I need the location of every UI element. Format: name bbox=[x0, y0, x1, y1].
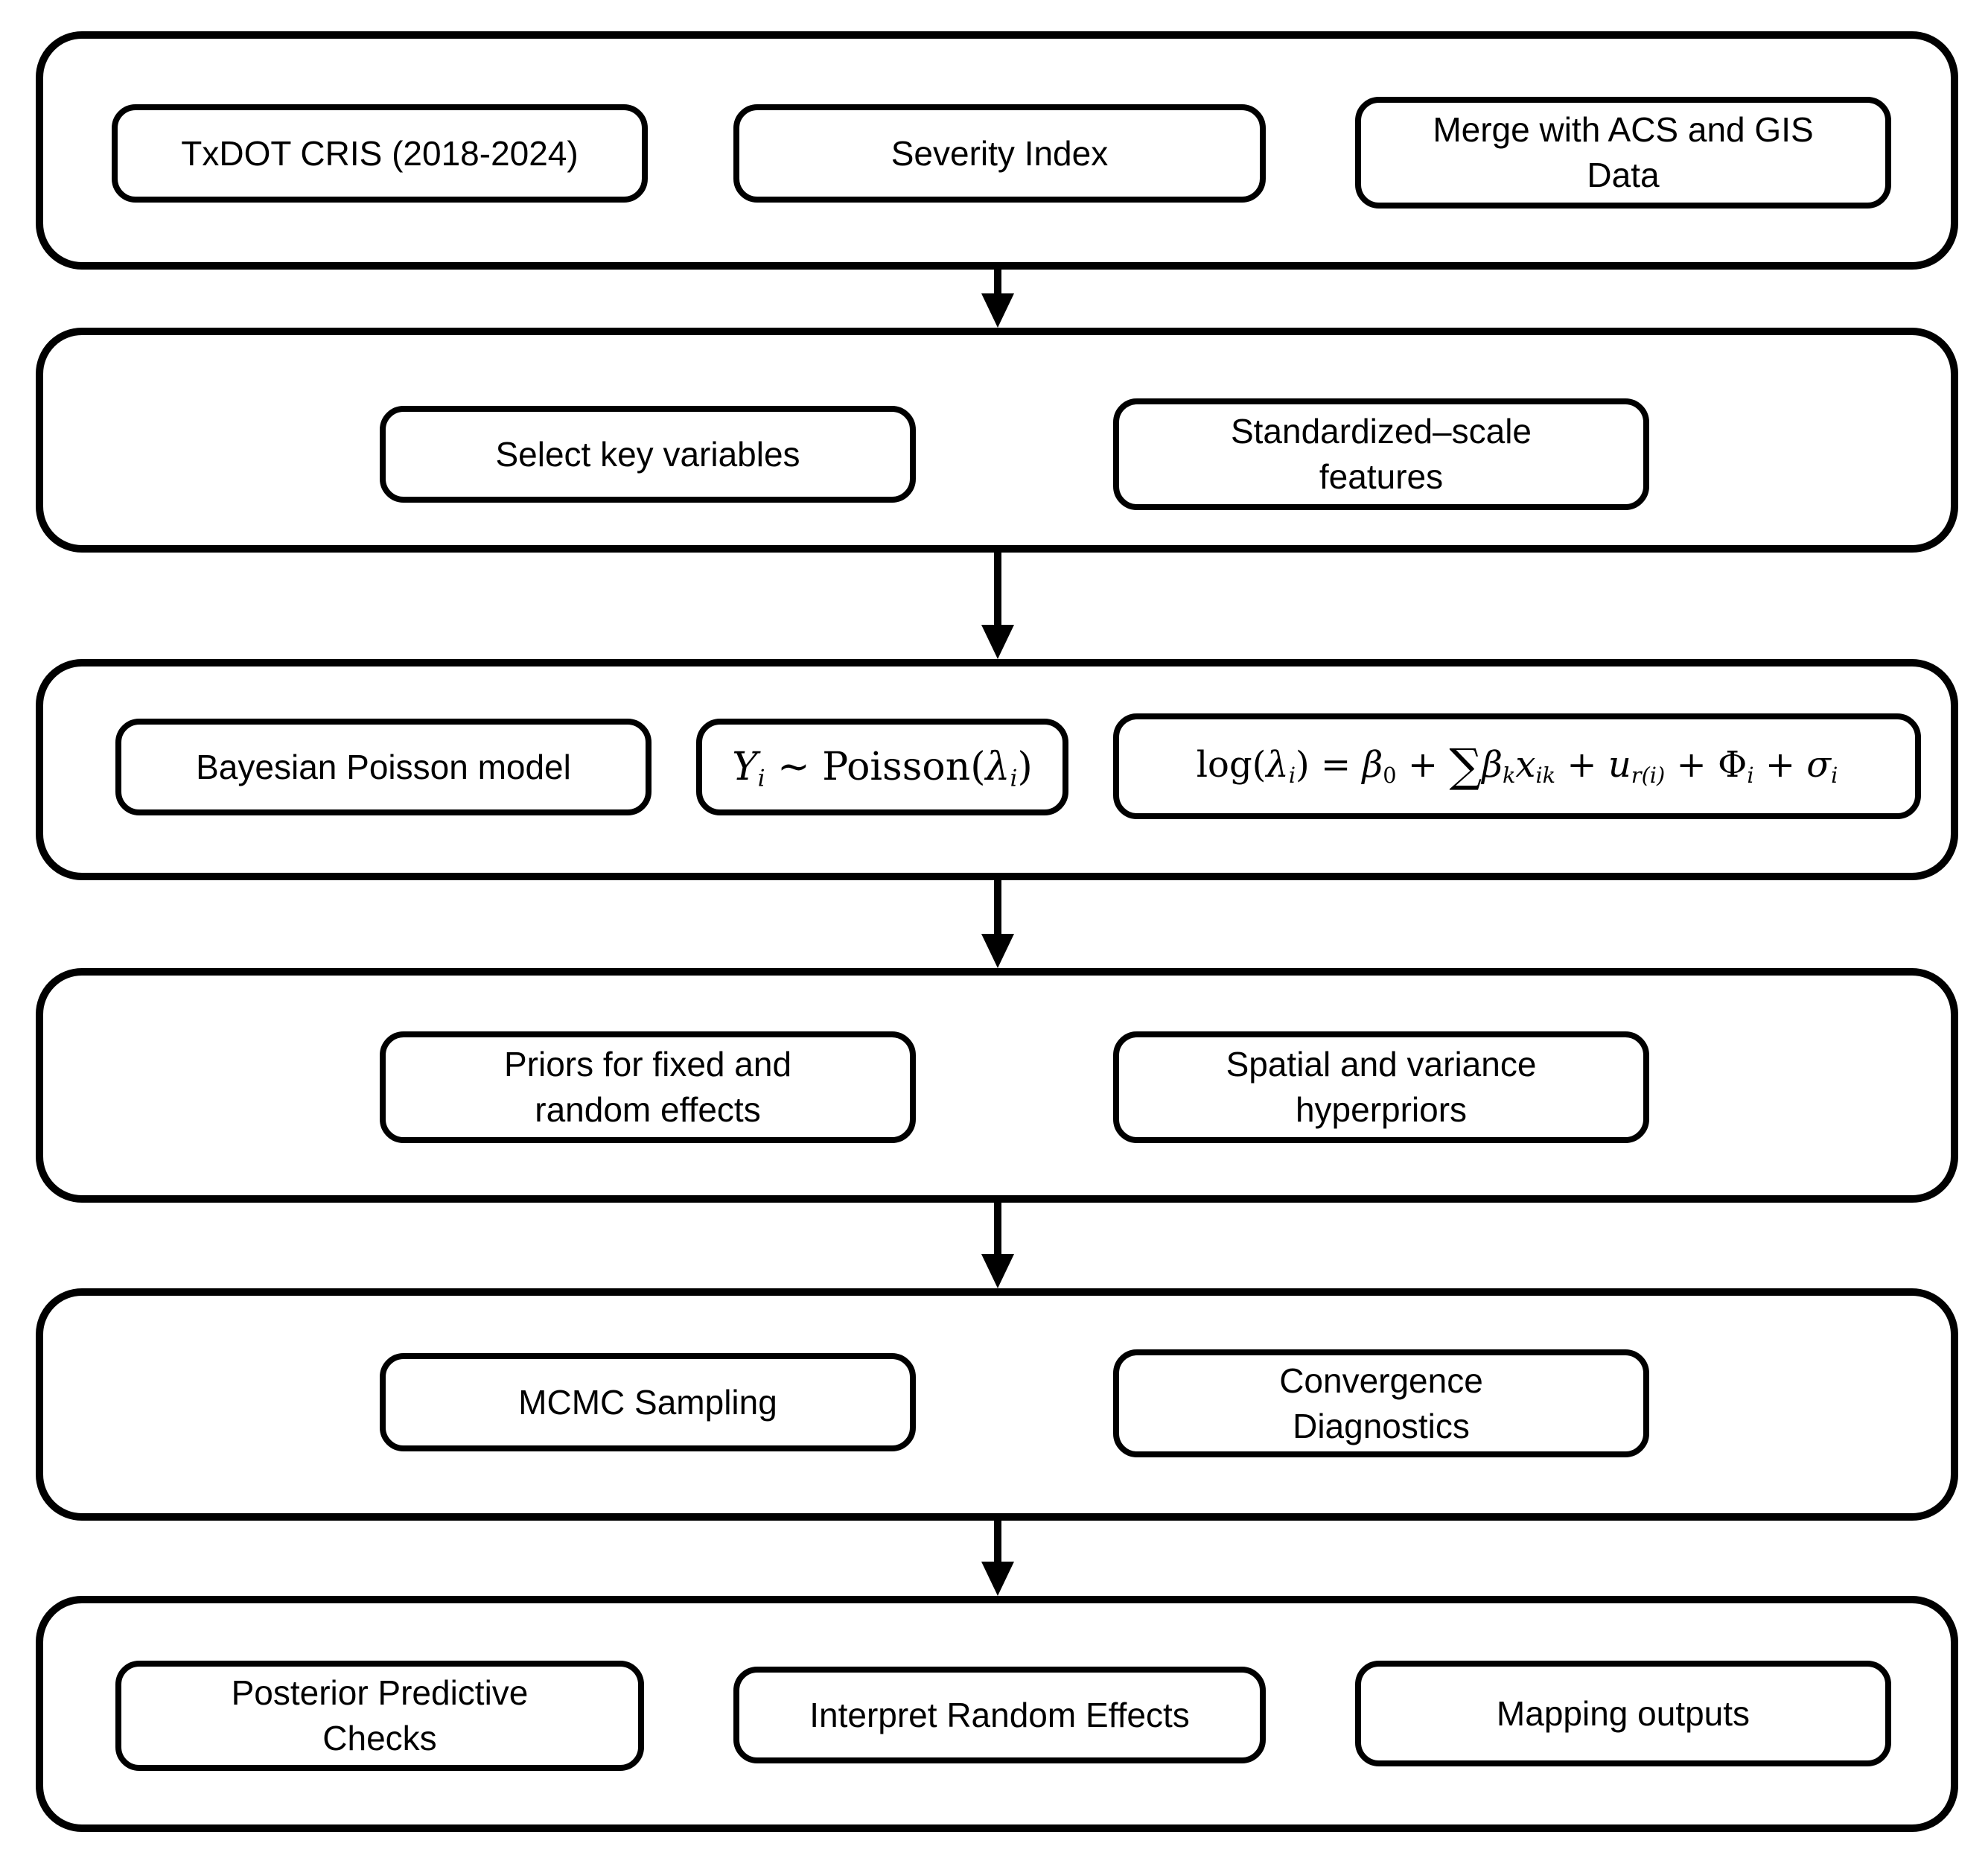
box-convergence-diagnostics-label: Convergence Diagnostics bbox=[1279, 1361, 1483, 1445]
formula-loglink-phi-sub: i bbox=[1747, 763, 1754, 789]
stage-model-specification: Bayesian Poisson model Yi ~ Poisson(λi) … bbox=[36, 659, 1958, 880]
stage-feature-preparation: Select key variables Standardized–scale … bbox=[36, 328, 1958, 553]
formula-poisson-Y-sub: i bbox=[757, 765, 765, 792]
formula-poisson-close: ) bbox=[1017, 744, 1033, 789]
box-mapping-outputs-label: Mapping outputs bbox=[1496, 1693, 1750, 1733]
formula-loglink-sigma: σ bbox=[1806, 744, 1832, 786]
box-merge-acs-gis: Merge with ACS and GIS Data bbox=[1355, 97, 1891, 209]
box-convergence-diagnostics: Convergence Diagnostics bbox=[1113, 1349, 1649, 1457]
down-arrow-3-head-icon bbox=[981, 934, 1014, 968]
box-posterior-predictive-checks: Posterior Predictive Checks bbox=[115, 1661, 644, 1771]
formula-poisson-rel: ~ Poisson( bbox=[765, 744, 986, 789]
formula-loglink-lambda: λ bbox=[1266, 744, 1289, 786]
box-spatial-variance-hyperpriors: Spatial and variance hyperpriors bbox=[1113, 1031, 1649, 1143]
box-severity-index: Severity Index bbox=[733, 104, 1266, 203]
box-standardized-scale-features: Standardized–scale features bbox=[1113, 398, 1649, 510]
box-interpret-random-effects-label: Interpret Random Effects bbox=[809, 1695, 1190, 1734]
stage-data-sources: TxDOT CRIS (2018-2024) Severity Index Me… bbox=[36, 31, 1958, 270]
box-severity-index-label: Severity Index bbox=[891, 133, 1109, 173]
box-mcmc-sampling-label: MCMC Sampling bbox=[518, 1382, 777, 1422]
down-arrow-2-stem bbox=[994, 553, 1001, 626]
box-select-key-variables-label: Select key variables bbox=[495, 434, 800, 474]
box-poisson-distribution-formula: Yi ~ Poisson(λi) bbox=[696, 719, 1068, 815]
formula-loglink-plus4: + bbox=[1753, 744, 1807, 786]
box-posterior-predictive-checks-label: Posterior Predictive Checks bbox=[231, 1673, 529, 1757]
formula-loglink-plus2: + bbox=[1555, 744, 1608, 786]
formula-loglink-eq: ) = bbox=[1296, 744, 1363, 786]
formula-loglink: log(λi) = β0 + ∑βkxik + ur(i) + Φi + σi bbox=[1197, 736, 1838, 796]
down-arrow-1-stem bbox=[994, 270, 1001, 295]
formula-poisson-lambda: λ bbox=[985, 744, 1010, 789]
formula-loglink-u: u bbox=[1608, 744, 1631, 786]
box-mcmc-sampling: MCMC Sampling bbox=[380, 1353, 916, 1451]
down-arrow-5 bbox=[981, 1521, 1014, 1596]
box-standardized-scale-features-label: Standardized–scale features bbox=[1230, 412, 1532, 496]
down-arrow-5-head-icon bbox=[981, 1562, 1014, 1596]
box-loglink-formula: log(λi) = β0 + ∑βkxik + ur(i) + Φi + σi bbox=[1113, 713, 1921, 819]
formula-loglink-betak: β bbox=[1482, 744, 1503, 786]
box-bayesian-poisson-model-label: Bayesian Poisson model bbox=[196, 747, 571, 786]
formula-loglink-lambda-sub: i bbox=[1288, 763, 1296, 789]
formula-loglink-phi: Φ bbox=[1717, 744, 1748, 786]
formula-poisson-Y: Y bbox=[732, 744, 758, 789]
down-arrow-5-stem bbox=[994, 1521, 1001, 1563]
stage-sampling: MCMC Sampling Convergence Diagnostics bbox=[36, 1288, 1958, 1521]
box-txdot-cris: TxDOT CRIS (2018-2024) bbox=[112, 104, 648, 203]
formula-loglink-log: log( bbox=[1196, 744, 1267, 786]
box-spatial-variance-hyperpriors-label: Spatial and variance hyperpriors bbox=[1226, 1045, 1537, 1129]
formula-loglink-beta0: β bbox=[1362, 744, 1383, 786]
down-arrow-4 bbox=[981, 1203, 1014, 1288]
box-bayesian-poisson-model: Bayesian Poisson model bbox=[115, 719, 651, 815]
box-priors-fixed-random-label: Priors for fixed and random effects bbox=[503, 1045, 792, 1129]
box-merge-acs-gis-label: Merge with ACS and GIS Data bbox=[1433, 110, 1814, 194]
formula-loglink-sigma-sub: i bbox=[1831, 763, 1838, 789]
down-arrow-3-stem bbox=[994, 880, 1001, 935]
down-arrow-4-stem bbox=[994, 1203, 1001, 1256]
down-arrow-2-head-icon bbox=[981, 625, 1014, 659]
down-arrow-4-head-icon bbox=[981, 1254, 1014, 1288]
stage-priors: Priors for fixed and random effects Spat… bbox=[36, 968, 1958, 1203]
formula-loglink-plus1: + bbox=[1396, 744, 1450, 786]
formula-poisson: Yi ~ Poisson(λi) bbox=[732, 742, 1032, 793]
box-interpret-random-effects: Interpret Random Effects bbox=[733, 1667, 1266, 1763]
formula-loglink-u-sub: r(i) bbox=[1631, 763, 1666, 789]
box-priors-fixed-random: Priors for fixed and random effects bbox=[380, 1031, 916, 1143]
down-arrow-1 bbox=[981, 270, 1014, 328]
box-select-key-variables: Select key variables bbox=[380, 406, 916, 503]
formula-loglink-betak-sub: k bbox=[1502, 763, 1516, 789]
stage-outputs: Posterior Predictive Checks Interpret Ra… bbox=[36, 1596, 1958, 1832]
formula-loglink-x: x bbox=[1515, 744, 1536, 786]
formula-poisson-lambda-sub: i bbox=[1010, 765, 1018, 792]
formula-loglink-plus3: + bbox=[1665, 744, 1718, 786]
down-arrow-3 bbox=[981, 880, 1014, 968]
down-arrow-1-head-icon bbox=[981, 293, 1014, 328]
down-arrow-2 bbox=[981, 553, 1014, 659]
box-txdot-cris-label: TxDOT CRIS (2018-2024) bbox=[181, 133, 579, 173]
formula-loglink-sum-icon: ∑ bbox=[1449, 739, 1482, 793]
formula-loglink-x-sub: ik bbox=[1535, 763, 1556, 789]
formula-loglink-beta0-sub: 0 bbox=[1383, 763, 1397, 789]
box-mapping-outputs: Mapping outputs bbox=[1355, 1661, 1891, 1766]
